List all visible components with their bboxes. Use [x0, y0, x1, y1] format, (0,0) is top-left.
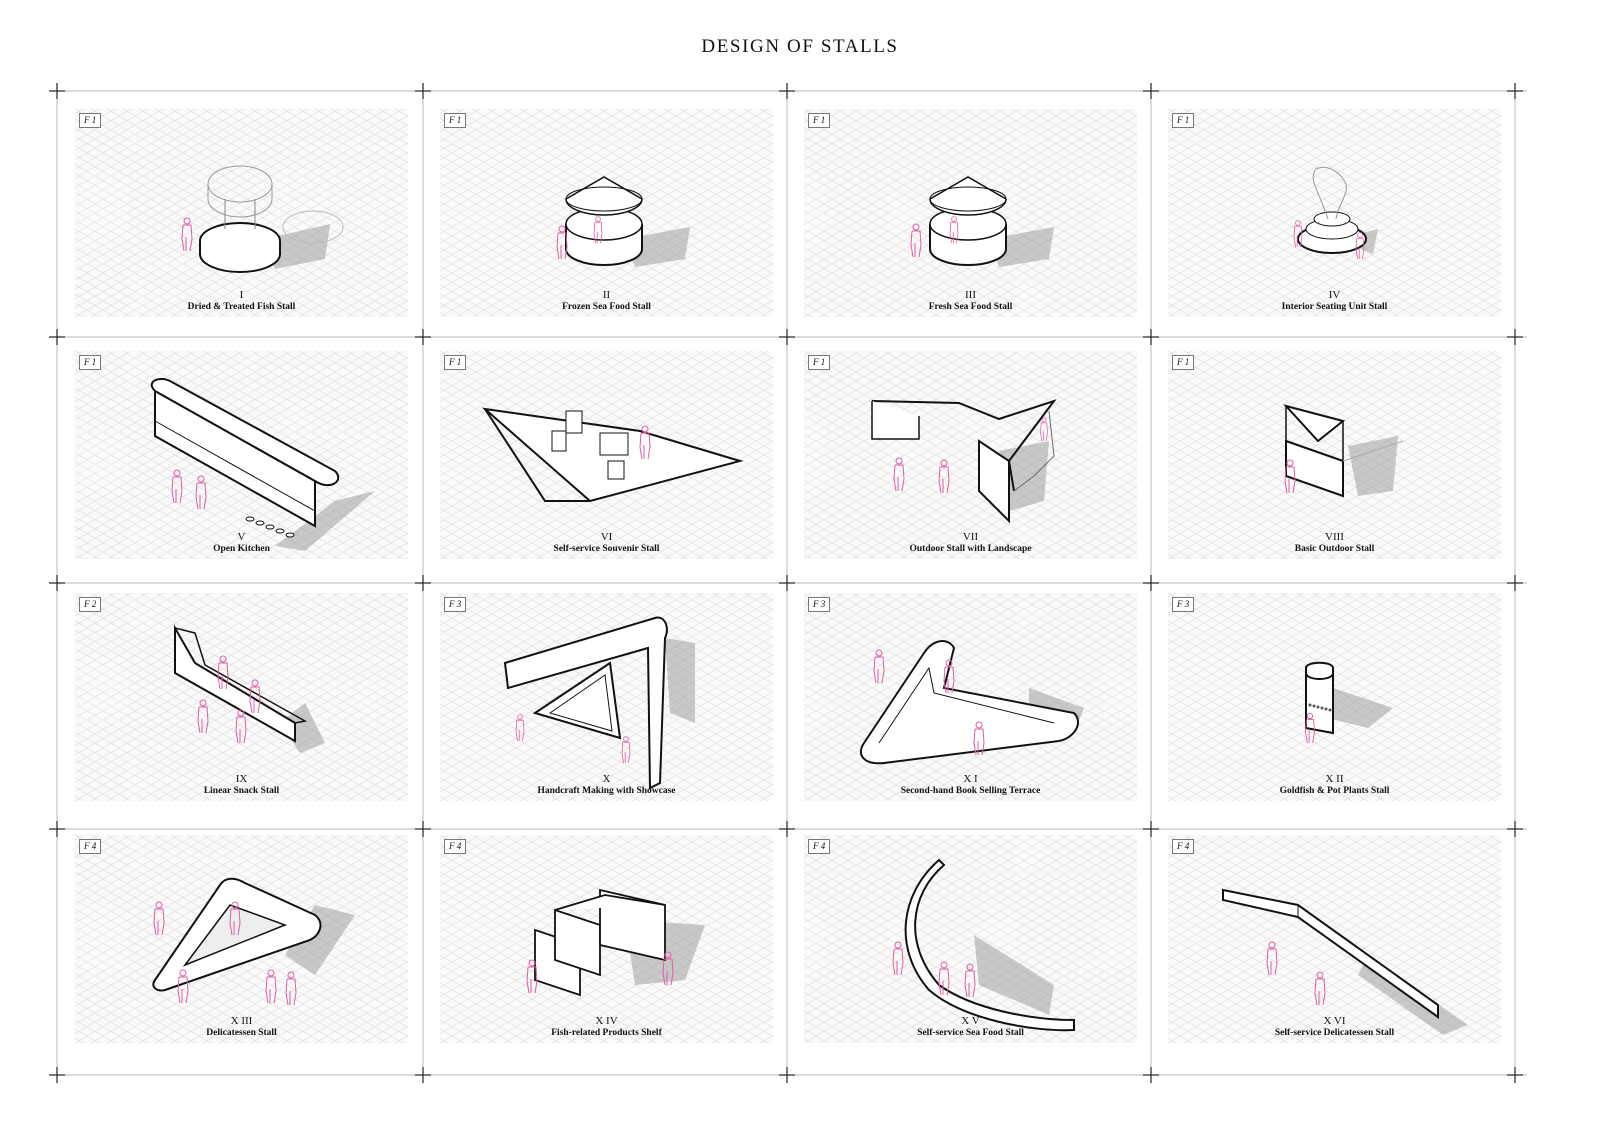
stall-caption: X II Goldfish & Pot Plants Stall [1168, 773, 1501, 797]
stall-panel: F 1 VIII Basic Outdoor Stall [1168, 351, 1501, 559]
stall-drawing [1168, 109, 1501, 317]
stall-drawing [75, 835, 408, 1043]
stall-drawing [1168, 351, 1501, 559]
stall-drawing [1168, 593, 1501, 801]
floor-tag: F 1 [444, 355, 467, 370]
stall-panel: F 4 X V Self-service Sea Food Stall [804, 835, 1137, 1043]
stall-caption: X I Second-hand Book Selling Terrace [804, 773, 1137, 797]
stall-name: Fresh Sea Food Stall [928, 302, 1013, 312]
stall-name: Fish-related Products Shelf [551, 1028, 662, 1038]
stall-caption: I Dried & Treated Fish Stall [75, 289, 408, 313]
floor-tag: F 4 [444, 839, 467, 854]
stall-numeral: X VI [1323, 1015, 1346, 1027]
stall-drawing [75, 593, 408, 801]
stall-panel: F 1 V Open Kitchen [75, 351, 408, 559]
stall-drawing [804, 351, 1137, 559]
stall-caption: IX Linear Snack Stall [75, 773, 408, 797]
stall-name: Frozen Sea Food Stall [562, 302, 651, 312]
stall-caption: X IV Fish-related Products Shelf [440, 1015, 773, 1039]
stall-numeral: X IV [595, 1015, 618, 1027]
stall-numeral: X III [230, 1015, 253, 1027]
floor-tag: F 1 [444, 113, 467, 128]
stall-name: Basic Outdoor Stall [1294, 544, 1375, 554]
stall-name: Interior Seating Unit Stall [1281, 302, 1388, 312]
stall-panel: F 4 X IV Fish-related Products Shelf [440, 835, 773, 1043]
stall-drawing [440, 835, 773, 1043]
stall-caption: II Frozen Sea Food Stall [440, 289, 773, 313]
stall-panel: F 1 III Fresh Sea Food Stall [804, 109, 1137, 317]
floor-tag: F 2 [79, 597, 102, 612]
stall-caption: VII Outdoor Stall with Landscape [804, 531, 1137, 555]
stall-numeral: VIII [1325, 531, 1344, 543]
floor-tag: F 1 [79, 113, 102, 128]
stall-numeral: V [237, 531, 246, 543]
stall-name: Delicatessen Stall [206, 1028, 277, 1038]
stall-numeral: I [239, 289, 244, 301]
floor-tag: F 3 [1172, 597, 1195, 612]
floor-tag: F 1 [1172, 113, 1195, 128]
stall-numeral: VII [962, 531, 979, 543]
stall-name: Self-service Delicatessen Stall [1274, 1028, 1395, 1038]
stall-panel: F 4 X III Delicatessen Stall [75, 835, 408, 1043]
stall-caption: IV Interior Seating Unit Stall [1168, 289, 1501, 313]
stall-drawing [1168, 835, 1501, 1043]
floor-tag: F 1 [1172, 355, 1195, 370]
stall-numeral: II [602, 289, 611, 301]
stall-caption: X V Self-service Sea Food Stall [804, 1015, 1137, 1039]
stall-drawing [804, 593, 1137, 801]
stall-name: Handcraft Making with Showcase [537, 786, 676, 796]
stall-drawing [804, 835, 1137, 1043]
floor-tag: F 1 [808, 355, 831, 370]
page-title: DESIGN OF STALLS [701, 36, 899, 57]
stall-name: Self-service Souvenir Stall [553, 544, 660, 554]
stall-panel: F 3 X Handcraft Making with Showcase [440, 593, 773, 801]
stall-panel: F 3 X II Goldfish & Pot Plants Stall [1168, 593, 1501, 801]
stall-panel: F 1 II Frozen Sea Food Stall [440, 109, 773, 317]
stall-numeral: IV [1328, 289, 1341, 301]
stall-numeral: X V [961, 1015, 980, 1027]
stall-name: Dried & Treated Fish Stall [187, 302, 296, 312]
stall-panel: F 4 X VI Self-service Delicatessen Stall [1168, 835, 1501, 1043]
stall-numeral: X I [963, 773, 978, 785]
stall-drawing [75, 109, 408, 317]
floor-tag: F 4 [79, 839, 102, 854]
stall-drawing [75, 351, 408, 559]
stall-panel: F 1 VII Outdoor Stall with Landscape [804, 351, 1137, 559]
stall-caption: X Handcraft Making with Showcase [440, 773, 773, 797]
stall-name: Linear Snack Stall [203, 786, 280, 796]
stall-numeral: III [965, 289, 976, 301]
stall-panel: F 1 VI Self-service Souvenir Stall [440, 351, 773, 559]
stall-name: Second-hand Book Selling Terrace [900, 786, 1041, 796]
stall-numeral: IX [235, 773, 248, 785]
stall-drawing [440, 593, 773, 801]
crop-marks [49, 83, 1527, 1083]
floor-tag: F 4 [1172, 839, 1195, 854]
stall-caption: X III Delicatessen Stall [75, 1015, 408, 1039]
floor-tag: F 3 [444, 597, 467, 612]
stall-caption: X VI Self-service Delicatessen Stall [1168, 1015, 1501, 1039]
stall-numeral: VI [600, 531, 613, 543]
stall-caption: V Open Kitchen [75, 531, 408, 555]
floor-tag: F 4 [808, 839, 831, 854]
stall-name: Outdoor Stall with Landscape [909, 544, 1032, 554]
stall-caption: III Fresh Sea Food Stall [804, 289, 1137, 313]
stall-panel: F 2 IX Linear Snack Stall [75, 593, 408, 801]
stall-caption: VI Self-service Souvenir Stall [440, 531, 773, 555]
stall-name: Goldfish & Pot Plants Stall [1279, 786, 1390, 796]
floor-tag: F 1 [808, 113, 831, 128]
stall-panel: F 3 X I Second-hand Book Selling Terrace [804, 593, 1137, 801]
stall-panel: F 1 I Dried & Treated Fish Stall [75, 109, 408, 317]
floor-tag: F 3 [808, 597, 831, 612]
stall-drawing [804, 109, 1137, 317]
stall-panel: F 1 IV Interior Seating Unit Stall [1168, 109, 1501, 317]
stall-numeral: X II [1325, 773, 1344, 785]
stall-name: Open Kitchen [213, 544, 270, 554]
stall-drawing [440, 351, 773, 559]
stall-grid: F 1 I Dried & Treated Fish Stall F 1 II … [49, 83, 1527, 1083]
stall-drawing [440, 109, 773, 317]
stall-caption: VIII Basic Outdoor Stall [1168, 531, 1501, 555]
stall-numeral: X [602, 773, 611, 785]
floor-tag: F 1 [79, 355, 102, 370]
stall-name: Self-service Sea Food Stall [917, 1028, 1024, 1038]
